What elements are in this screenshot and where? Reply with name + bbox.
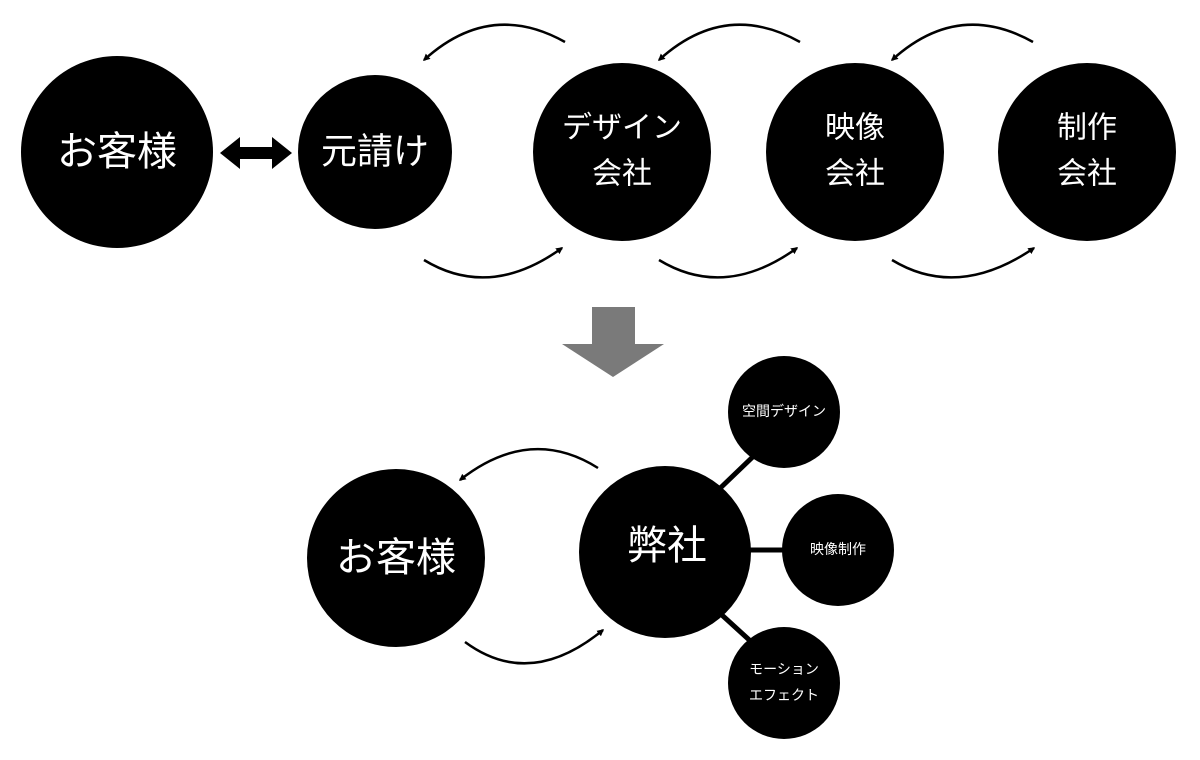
forward-arrow-design-to-video: [658, 246, 799, 279]
forward-arrow-prime-to-design: [423, 246, 564, 279]
bottom-customer-circle: [307, 469, 485, 647]
our-company-node: 弊社: [579, 466, 751, 638]
design-company-circle: [533, 63, 711, 241]
production-company-node: 制作 会社: [998, 63, 1176, 241]
top-customer-circle: [21, 56, 213, 248]
video-company-label-line1: 映像: [825, 111, 885, 146]
return-arrow-company-to-customer: [458, 447, 599, 481]
video-production-circle: [782, 494, 894, 606]
spatial-design-label: 空間デザイン: [742, 403, 826, 420]
motion-effect-label-line2: エフェクト: [749, 688, 819, 704]
video-production-label: 映像制作: [810, 542, 866, 558]
prime-contractor-label: 元請け: [321, 132, 429, 173]
motion-effect-label-line1: モーション: [749, 662, 819, 678]
our-company-circle: [579, 466, 751, 638]
spatial-design-node: 空間デザイン: [728, 356, 840, 468]
production-company-label-line2: 会社: [1057, 157, 1117, 192]
design-company-label-line1: デザイン: [562, 111, 682, 146]
spatial-design-circle: [728, 356, 840, 468]
top-customer-label: お客様: [57, 129, 177, 175]
top-customer-node: お客様: [21, 56, 213, 248]
design-company-node: デザイン 会社: [533, 63, 711, 241]
production-company-label-line1: 制作: [1057, 111, 1117, 146]
video-company-node: 映像 会社: [766, 63, 944, 241]
double-arrow-icon: [220, 137, 292, 169]
prime-contractor-circle: [298, 75, 452, 229]
motion-effect-circle: [728, 627, 840, 739]
forward-arrow-customer-to-company: [464, 629, 605, 665]
video-company-circle: [766, 63, 944, 241]
prime-contractor-node: 元請け: [298, 75, 452, 229]
motion-effect-node: モーション エフェクト: [728, 627, 840, 739]
forward-arrow-video-to-production: [891, 246, 1036, 279]
video-production-node: 映像制作: [782, 494, 894, 606]
video-company-label-line2: 会社: [825, 157, 885, 192]
down-arrow-icon: [562, 307, 664, 377]
return-arrow-video-to-design: [657, 23, 801, 61]
our-company-label: 弊社: [627, 523, 707, 569]
bottom-customer-node: お客様: [307, 469, 485, 647]
return-arrow-production-to-video: [890, 23, 1034, 61]
production-company-circle: [998, 63, 1176, 241]
bottom-customer-label: お客様: [336, 535, 456, 581]
return-arrow-design-to-prime: [422, 23, 566, 61]
design-company-label-line2: 会社: [592, 157, 652, 192]
